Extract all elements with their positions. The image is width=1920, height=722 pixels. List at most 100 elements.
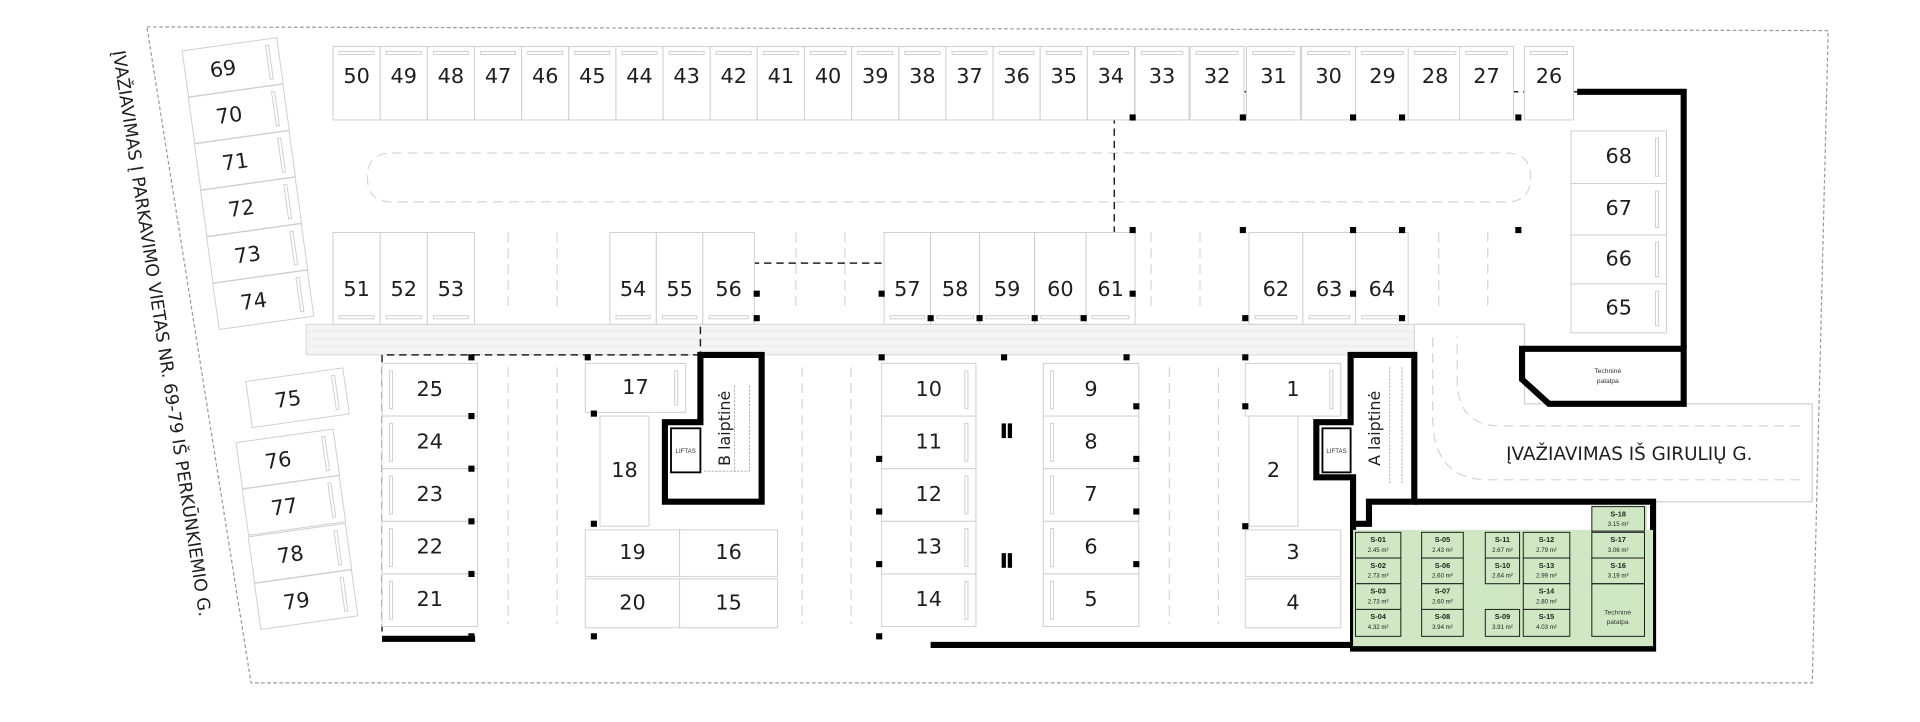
parking-spot-28[interactable]: 28: [1407, 46, 1463, 121]
storage-unit-s-04[interactable]: S-044.32 m²: [1355, 608, 1402, 637]
parking-spot-59[interactable]: 59: [979, 232, 1036, 325]
parking-spot-1[interactable]: 1: [1244, 362, 1342, 417]
storage-unit-s-07[interactable]: S-072.60 m²: [1421, 583, 1464, 610]
parking-spot-42[interactable]: 42: [709, 46, 758, 121]
parking-spot-55[interactable]: 55: [655, 232, 704, 325]
storage-unit-s-16[interactable]: S-163.19 m²: [1591, 557, 1645, 585]
parking-spot-73[interactable]: 73: [206, 223, 309, 284]
parking-spot-47[interactable]: 47: [474, 46, 523, 121]
parking-spot-27[interactable]: 27: [1459, 46, 1514, 121]
storage-unit-s-09[interactable]: S-093.91 m²: [1484, 608, 1521, 637]
parking-spot-4[interactable]: 4: [1244, 578, 1342, 629]
parking-spot-46[interactable]: 46: [521, 46, 570, 121]
storage-unit-s-17[interactable]: S-173.06 m²: [1591, 531, 1645, 559]
parking-spot-34[interactable]: 34: [1086, 46, 1135, 121]
storage-unit-s-13[interactable]: S-132.99 m²: [1522, 557, 1571, 585]
parking-spot-39[interactable]: 39: [851, 46, 900, 121]
parking-spot-15[interactable]: 15: [679, 578, 779, 629]
parking-spot-7[interactable]: 7: [1042, 468, 1140, 522]
parking-spot-19[interactable]: 19: [584, 529, 681, 577]
parking-spot-38[interactable]: 38: [898, 46, 947, 121]
storage-unit-s-11[interactable]: S-112.67 m²: [1484, 531, 1521, 559]
parking-spot-8[interactable]: 8: [1042, 415, 1140, 470]
parking-spot-51[interactable]: 51: [332, 232, 381, 325]
parking-spot-45[interactable]: 45: [568, 46, 617, 121]
parking-spot-20[interactable]: 20: [584, 578, 681, 629]
parking-spot-41[interactable]: 41: [756, 46, 805, 121]
parking-spot-67[interactable]: 67: [1570, 183, 1668, 236]
parking-spot-54[interactable]: 54: [609, 232, 657, 325]
parking-spot-24[interactable]: 24: [381, 415, 479, 470]
parking-spot-13[interactable]: 13: [881, 520, 977, 575]
storage-unit-s-10[interactable]: S-102.64 m²: [1484, 557, 1521, 585]
storage-unit-s-01[interactable]: S-012.45 m²: [1355, 531, 1402, 559]
parking-spot-78[interactable]: 78: [247, 522, 353, 584]
parking-spot-68[interactable]: 68: [1570, 130, 1668, 185]
parking-spot-43[interactable]: 43: [662, 46, 711, 121]
parking-spot-11[interactable]: 11: [881, 415, 977, 470]
parking-spot-75[interactable]: 75: [245, 367, 350, 429]
storage-unit-s-15[interactable]: S-154.03 m²: [1522, 608, 1571, 637]
parking-spot-25[interactable]: 25: [381, 362, 479, 417]
parking-spot-5[interactable]: 5: [1042, 573, 1140, 628]
parking-spot-74[interactable]: 74: [212, 269, 315, 331]
storage-unit-s-18[interactable]: S-183.15 m²: [1591, 506, 1645, 532]
parking-spot-37[interactable]: 37: [945, 46, 994, 121]
parking-spot-30[interactable]: 30: [1301, 46, 1356, 121]
parking-spot-60[interactable]: 60: [1034, 232, 1087, 325]
parking-spot-57[interactable]: 57: [883, 232, 932, 325]
parking-spot-12[interactable]: 12: [881, 468, 977, 522]
parking-spot-21[interactable]: 21: [381, 573, 479, 628]
parking-spot-62[interactable]: 62: [1248, 232, 1304, 325]
parking-spot-3[interactable]: 3: [1244, 529, 1342, 577]
parking-spot-9[interactable]: 9: [1042, 362, 1140, 417]
parking-spot-63[interactable]: 63: [1302, 232, 1356, 325]
parking-spot-17[interactable]: 17: [584, 362, 687, 413]
parking-spot-40[interactable]: 40: [804, 46, 853, 121]
parking-spot-6[interactable]: 6: [1042, 520, 1140, 575]
parking-spot-26[interactable]: 26: [1524, 46, 1574, 121]
parking-spot-76[interactable]: 76: [235, 428, 341, 490]
parking-spot-64[interactable]: 64: [1355, 232, 1409, 325]
parking-spot-23[interactable]: 23: [381, 468, 479, 522]
parking-spot-71[interactable]: 71: [193, 130, 296, 191]
parking-spot-14[interactable]: 14: [881, 573, 977, 628]
parking-spot-50[interactable]: 50: [332, 46, 381, 121]
storage-unit-s-08[interactable]: S-083.94 m²: [1421, 608, 1464, 637]
parking-spot-79[interactable]: 79: [253, 569, 359, 631]
parking-spot-18[interactable]: 18: [599, 415, 650, 527]
parking-spot-72[interactable]: 72: [199, 176, 303, 238]
parking-spot-49[interactable]: 49: [379, 46, 428, 121]
storage-unit-s-02[interactable]: S-022.73 m²: [1355, 557, 1402, 585]
parking-spot-29[interactable]: 29: [1355, 46, 1410, 121]
parking-spot-33[interactable]: 33: [1134, 46, 1190, 121]
parking-spot-61[interactable]: 61: [1085, 232, 1136, 325]
parking-spot-2[interactable]: 2: [1248, 415, 1299, 527]
parking-spot-48[interactable]: 48: [426, 46, 475, 121]
parking-spot-35[interactable]: 35: [1039, 46, 1088, 121]
storage-unit-s-14[interactable]: S-142.80 m²: [1522, 583, 1571, 610]
parking-spot-56[interactable]: 56: [702, 232, 755, 325]
parking-spot-31[interactable]: 31: [1246, 46, 1301, 121]
parking-spot-52[interactable]: 52: [379, 232, 428, 325]
parking-spot-65[interactable]: 65: [1570, 283, 1668, 334]
storage-unit-s-12[interactable]: S-122.79 m²: [1522, 531, 1571, 559]
parking-spot-44[interactable]: 44: [615, 46, 664, 121]
column-pillar: [584, 354, 591, 361]
parking-spot-53[interactable]: 53: [426, 232, 475, 325]
parking-spot-66[interactable]: 66: [1570, 234, 1668, 285]
parking-spot-70[interactable]: 70: [187, 83, 290, 145]
parking-spot-10[interactable]: 10: [881, 362, 977, 417]
storage-unit-id: S-12: [1539, 535, 1554, 544]
parking-spot-16[interactable]: 16: [679, 529, 779, 577]
parking-spot-58[interactable]: 58: [930, 232, 981, 325]
storage-unit-s-05[interactable]: S-052.43 m²: [1421, 531, 1464, 559]
parking-spot-36[interactable]: 36: [992, 46, 1041, 121]
parking-spot-number: 50: [343, 64, 369, 88]
parking-spot-32[interactable]: 32: [1189, 46, 1245, 121]
storage-unit-s-03[interactable]: S-032.73 m²: [1355, 583, 1402, 610]
parking-spot-22[interactable]: 22: [381, 520, 479, 575]
storage-unit-s-06[interactable]: S-062.60 m²: [1421, 557, 1464, 585]
parking-spot-77[interactable]: 77: [241, 475, 347, 536]
parking-spot-69[interactable]: 69: [181, 37, 284, 98]
